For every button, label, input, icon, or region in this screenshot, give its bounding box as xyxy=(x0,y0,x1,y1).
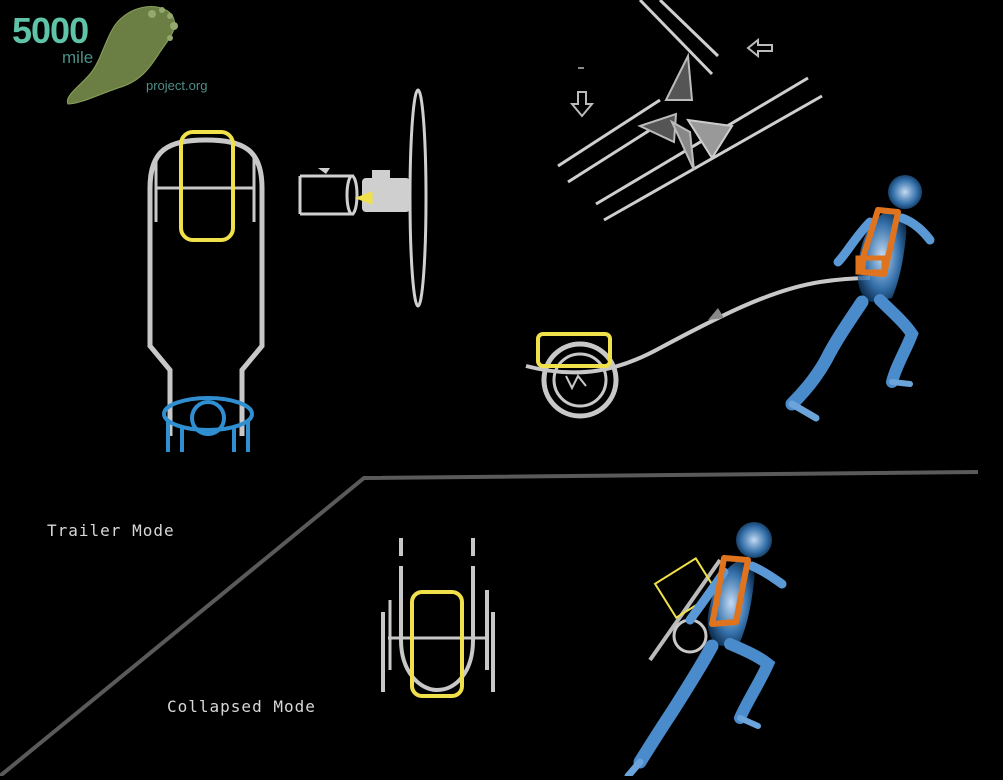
logo-number: 5000 xyxy=(12,10,89,51)
hitch-detail xyxy=(557,0,823,222)
trailer-top-view xyxy=(147,130,265,452)
trailer-mode-scene xyxy=(525,175,935,422)
left-arrow-icon xyxy=(746,37,773,59)
collapsed-runner xyxy=(624,522,787,780)
trailer-mode-label: Trailer Mode xyxy=(47,521,175,540)
down-arrow-icon xyxy=(569,91,595,118)
mode-divider xyxy=(0,470,979,778)
logo-word: mile xyxy=(62,48,94,67)
wheel-highlight xyxy=(179,130,235,242)
world-map-logo xyxy=(66,6,178,105)
axle-detail xyxy=(298,88,428,308)
logo-site: project.org xyxy=(146,78,208,93)
collapsed-mode-label: Collapsed Mode xyxy=(167,697,316,716)
collapsed-frame xyxy=(381,538,495,698)
runner-figure xyxy=(785,175,935,422)
seat xyxy=(162,396,254,452)
